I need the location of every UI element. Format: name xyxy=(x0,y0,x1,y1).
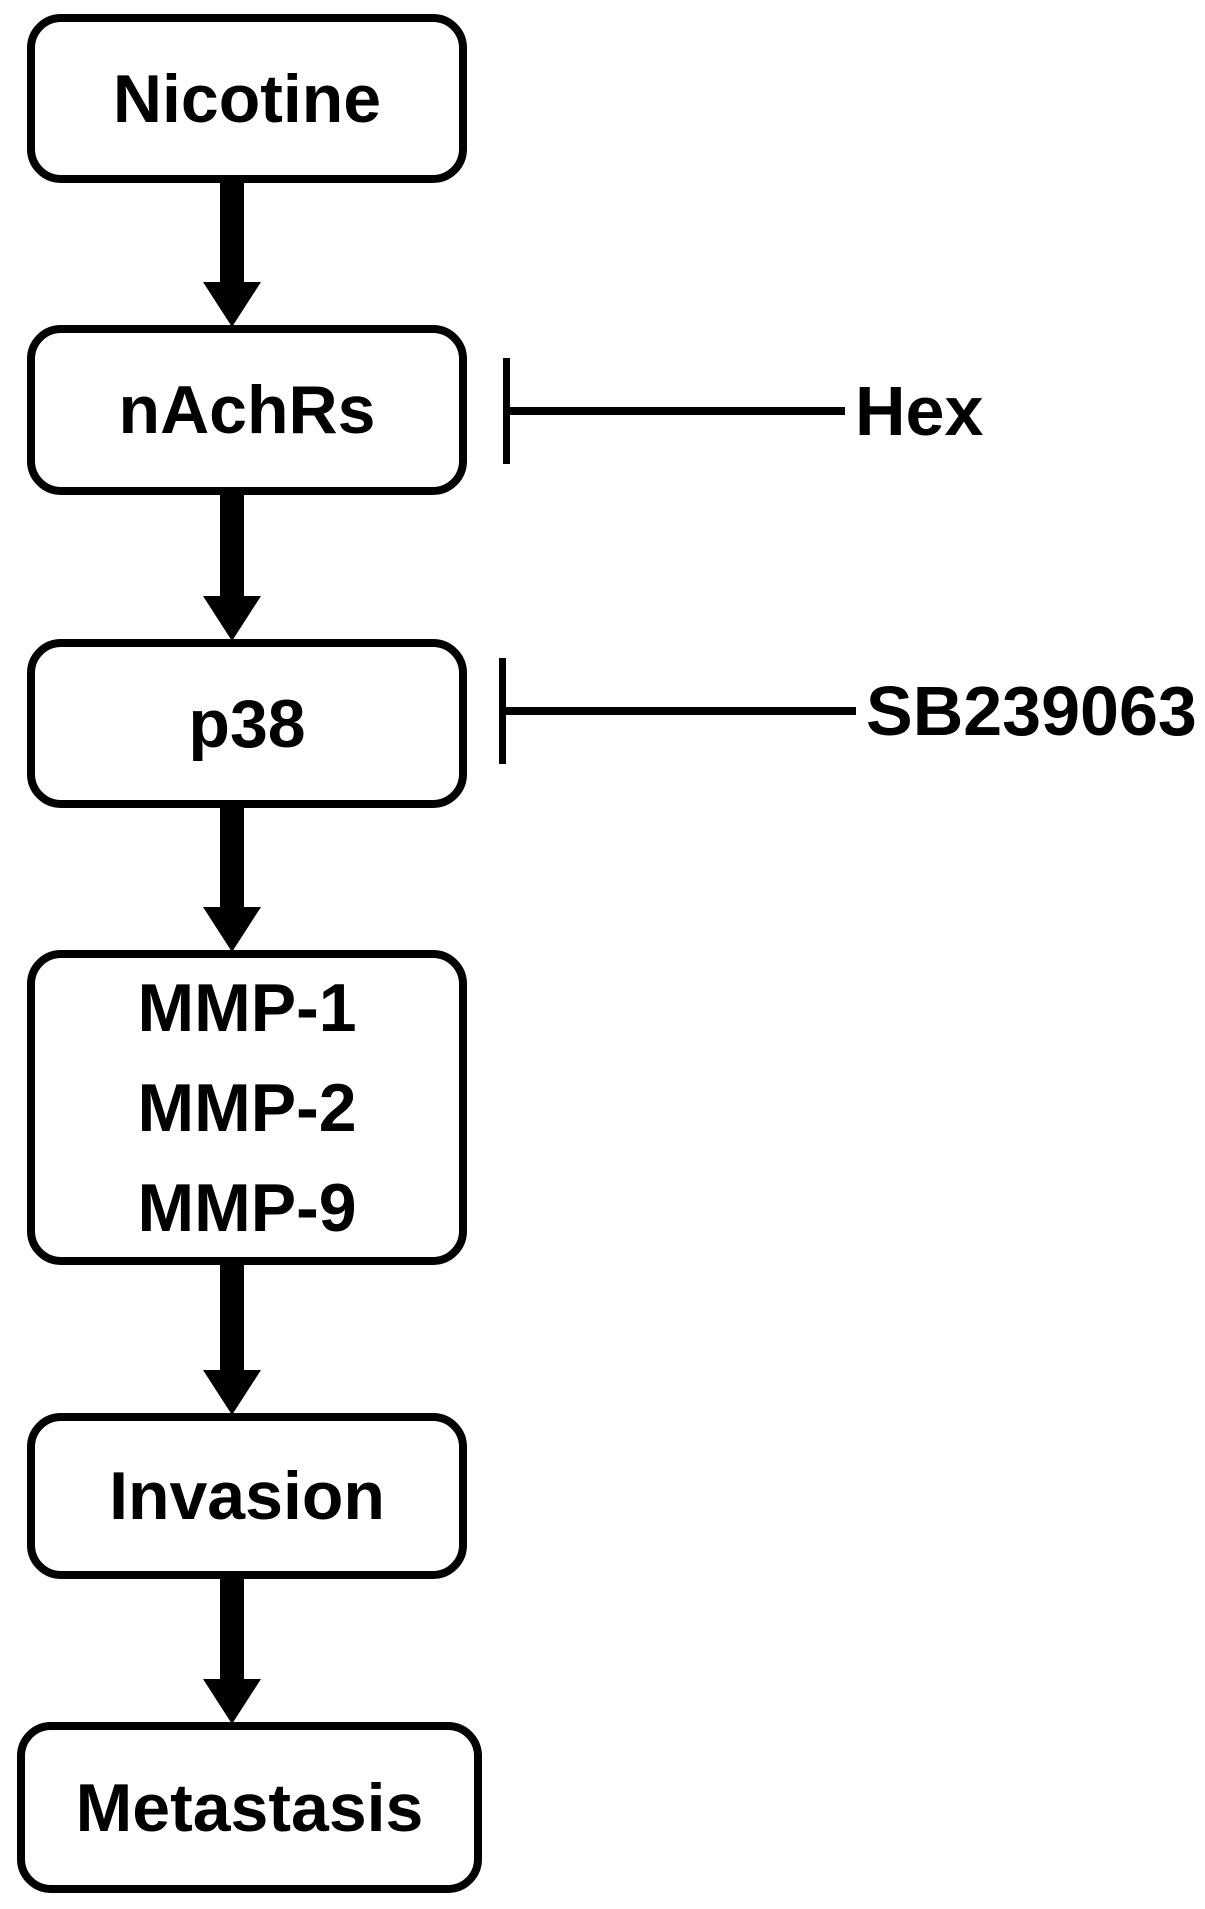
node-metastasis-label: Metastasis xyxy=(75,1769,424,1846)
inhibition-tbar-icon xyxy=(499,658,506,764)
inhibitor-label-hex: Hex xyxy=(855,372,984,450)
arrow-shaft xyxy=(220,1263,244,1371)
arrow-nachrs-to-p38 xyxy=(203,493,261,641)
inhibitor-label-sb239063: SB239063 xyxy=(866,672,1197,750)
inhibitor-line xyxy=(506,707,856,715)
arrow-down-icon xyxy=(203,1370,261,1415)
node-mmp-line-2: MMP-2 xyxy=(137,1069,357,1146)
arrow-shaft xyxy=(220,806,244,908)
arrow-shaft xyxy=(220,493,244,597)
node-nachrs: nAchRs xyxy=(27,325,467,495)
arrow-nicotine-to-nachrs xyxy=(203,181,261,327)
arrow-down-icon xyxy=(203,596,261,641)
arrow-down-icon xyxy=(203,907,261,952)
arrow-shaft xyxy=(220,1577,244,1680)
inhibition-tbar-icon xyxy=(503,358,510,464)
inhibitor-hex: Hex xyxy=(503,356,983,466)
node-nicotine: Nicotine xyxy=(27,14,467,183)
node-metastasis: Metastasis xyxy=(17,1722,482,1893)
node-mmp-line-3: MMP-9 xyxy=(137,1169,357,1246)
arrow-shaft xyxy=(220,181,244,283)
node-p38: p38 xyxy=(27,639,467,808)
arrow-p38-to-mmp xyxy=(203,806,261,952)
node-nachrs-label: nAchRs xyxy=(118,372,376,448)
inhibitor-sb239063: SB239063 xyxy=(499,656,1197,766)
arrow-down-icon xyxy=(203,282,261,327)
arrow-invasion-to-metastasis xyxy=(203,1577,261,1724)
node-mmp-line-1: MMP-1 xyxy=(137,969,357,1046)
node-invasion: Invasion xyxy=(27,1413,467,1579)
node-mmp: MMP-1 MMP-2 MMP-9 xyxy=(27,950,467,1265)
node-p38-label: p38 xyxy=(188,685,306,762)
node-invasion-label: Invasion xyxy=(109,1458,385,1534)
arrow-down-icon xyxy=(203,1679,261,1724)
inhibitor-line xyxy=(510,407,845,415)
arrow-mmp-to-invasion xyxy=(203,1263,261,1415)
node-nicotine-label: Nicotine xyxy=(112,60,382,137)
